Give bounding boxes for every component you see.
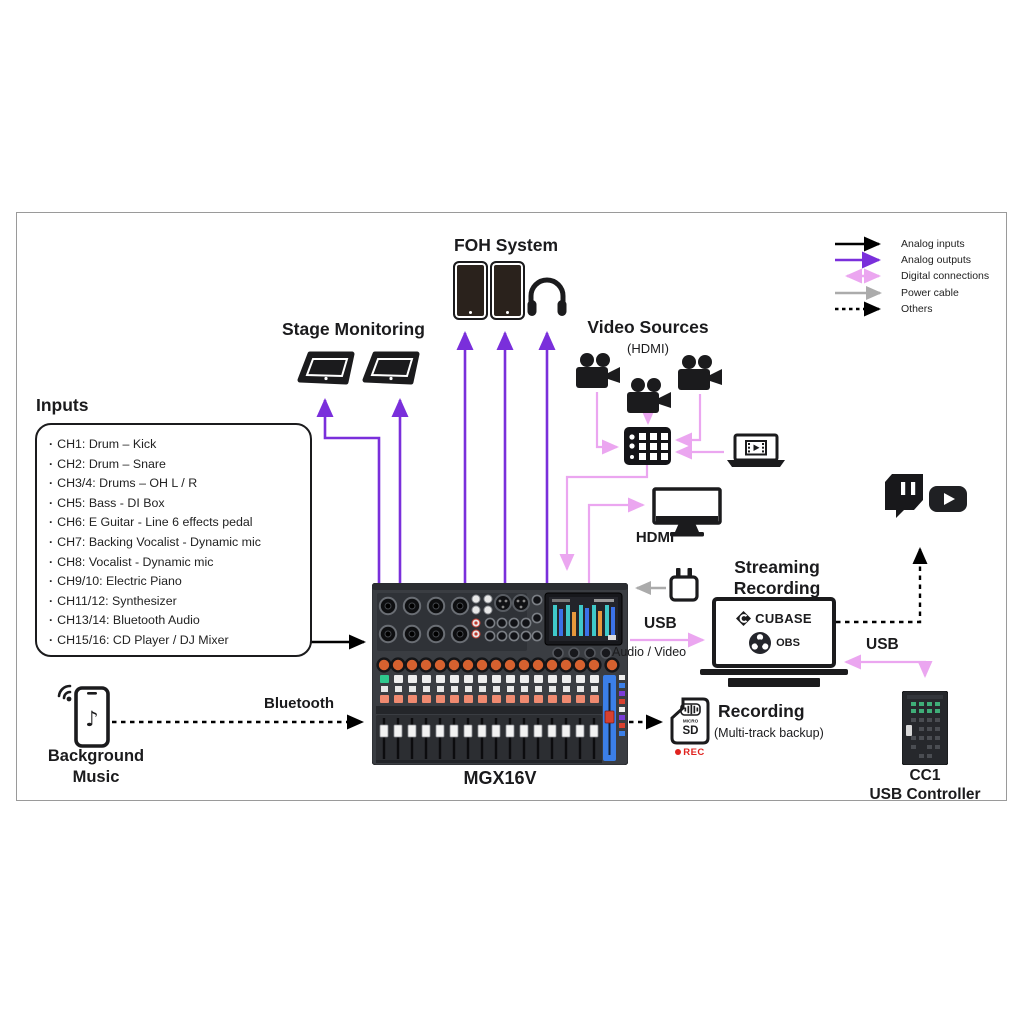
video-switcher-icon xyxy=(624,427,671,465)
cubase-label: CUBASE xyxy=(755,610,812,626)
arrows-analog-outputs xyxy=(316,331,556,585)
inputs-box: CH1: Drum – Kick CH2: Drum – Snare CH3/4… xyxy=(35,423,312,657)
usb-left-sublabel: Audio / Video xyxy=(612,645,687,659)
legend-row-others: Others xyxy=(833,301,1008,317)
cc1-label: CC1 USB Controller xyxy=(854,766,996,804)
cc1-label-line1: CC1 xyxy=(909,767,941,784)
stage-monitor-icon xyxy=(362,351,420,385)
video-camera-icon xyxy=(627,378,671,413)
legend-label: Power cable xyxy=(901,286,959,299)
smartphone-music-icon: ♪ xyxy=(57,684,110,748)
inputs-list: CH1: Drum – Kick CH2: Drum – Snare CH3/4… xyxy=(49,435,300,651)
digital-connections-arrow-icon xyxy=(845,268,881,284)
speaker-icon xyxy=(453,261,488,320)
svg-text:♪: ♪ xyxy=(85,707,98,731)
rec-dot-icon xyxy=(675,749,682,756)
power-cable-arrow-icon xyxy=(835,285,882,300)
streaming-title-line1: Streaming xyxy=(734,557,820,577)
video-camera-icon xyxy=(678,355,722,390)
rec-label: REC xyxy=(683,747,705,758)
cc1-controller-device xyxy=(902,691,948,765)
input-channel-item: CH2: Drum – Snare xyxy=(49,455,300,475)
twitch-icon xyxy=(885,474,923,518)
obs-logo: OBS xyxy=(748,631,800,655)
cubase-logo: CUBASE xyxy=(736,610,812,626)
input-channel-item: CH15/16: CD Player / DJ Mixer xyxy=(49,631,300,651)
legend-row-analog-outputs: Analog outputs xyxy=(833,251,1008,269)
bluetooth-label: Bluetooth xyxy=(264,695,334,712)
input-channel-item: CH5: Bass - DI Box xyxy=(49,494,300,514)
headphones-icon xyxy=(527,277,567,316)
streaming-title-line2: Recording xyxy=(733,577,821,598)
streaming-recording-title: Streaming Recording xyxy=(706,557,848,598)
hdmi-monitor-icon xyxy=(652,487,722,537)
usb-right-label: USB xyxy=(866,636,899,653)
legend-row-digital: Digital connections xyxy=(833,268,1008,284)
input-channel-item: CH3/4: Drums – OH L / R xyxy=(49,474,300,494)
recording-subtitle: (Multi-track backup) xyxy=(714,726,824,740)
video-laptop-icon xyxy=(727,433,785,467)
background-music-line2: Music xyxy=(72,768,120,786)
micro-sd-icon: MICRO SD xyxy=(670,697,710,745)
input-channel-item: CH9/10: Electric Piano xyxy=(49,572,300,592)
legend-label: Digital connections xyxy=(901,270,990,283)
video-sources-title: Video Sources xyxy=(587,317,709,337)
input-channel-item: CH1: Drum – Kick xyxy=(49,435,300,455)
background-music-line1: Background xyxy=(47,747,145,765)
foh-title: FOH System xyxy=(453,235,559,255)
obs-circle-icon xyxy=(749,631,772,654)
legend-row-analog-inputs: Analog inputs xyxy=(833,236,1008,252)
input-channel-item: CH11/12: Synthesizer xyxy=(49,592,300,612)
stage-monitor-icon xyxy=(297,351,355,385)
legend-label: Analog inputs xyxy=(901,238,965,251)
usb-left-label: USB xyxy=(644,615,677,632)
streaming-laptop: CUBASE OBS xyxy=(712,597,836,668)
input-channel-item: CH13/14: Bluetooth Audio xyxy=(49,611,300,631)
mixer-model-label: MGX16V xyxy=(463,768,537,788)
sd-micro-text: MICRO xyxy=(683,719,699,724)
rec-indicator: REC xyxy=(664,747,716,758)
cubase-diamond-icon xyxy=(736,610,752,626)
arrows-others xyxy=(112,547,928,730)
legend-row-power: Power cable xyxy=(833,285,1008,301)
analog-inputs-arrow-icon xyxy=(835,236,881,252)
others-arrow-icon xyxy=(835,301,881,317)
recording-title: Recording xyxy=(718,701,805,721)
video-sources-subtitle: (HDMI) xyxy=(627,341,669,356)
legend-label: Others xyxy=(901,302,933,315)
inputs-title: Inputs xyxy=(36,395,89,415)
power-plug-icon xyxy=(669,568,699,602)
input-channel-item: CH8: Vocalist - Dynamic mic xyxy=(49,553,300,573)
laptop-hinge xyxy=(700,669,848,675)
speaker-icon xyxy=(490,261,525,320)
diagram-border xyxy=(16,212,1007,801)
arrows-digital xyxy=(559,392,933,678)
laptop-foot xyxy=(728,678,820,687)
video-camera-icon xyxy=(576,353,620,388)
stage-monitoring-title: Stage Monitoring xyxy=(282,319,425,339)
background-music-label: Background Music xyxy=(15,746,177,788)
cc1-label-line2: USB Controller xyxy=(869,786,981,803)
legend-label: Analog outputs xyxy=(901,254,972,267)
input-channel-item: CH6: E Guitar - Line 6 effects pedal xyxy=(49,513,300,533)
mixer-device xyxy=(372,583,628,765)
legend: Analog inputs Analog outputs Digital con… xyxy=(833,236,1008,317)
input-channel-item: CH7: Backing Vocalist - Dynamic mic xyxy=(49,533,300,553)
sd-text: SD xyxy=(683,725,699,737)
youtube-icon xyxy=(929,486,967,512)
analog-outputs-arrow-icon xyxy=(835,251,881,269)
obs-label: OBS xyxy=(776,636,800,649)
hdmi-label: HDMI xyxy=(635,529,675,546)
